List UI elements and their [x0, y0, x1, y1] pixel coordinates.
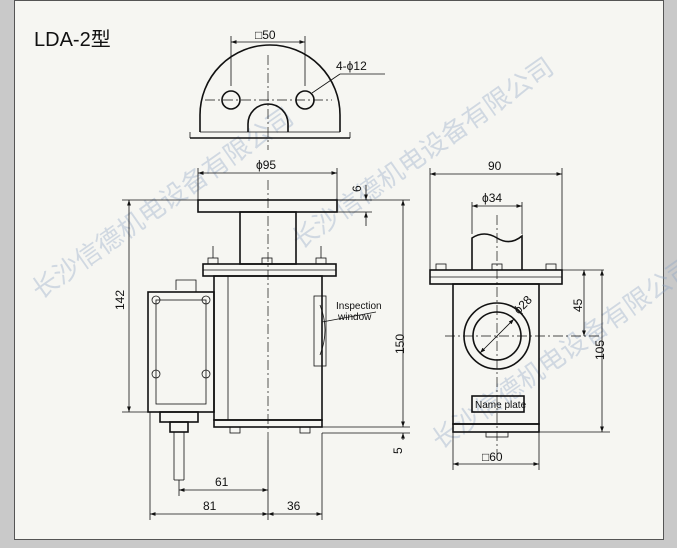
dim-height-150: 150	[393, 334, 407, 354]
dim-side-width: 90	[488, 159, 502, 173]
dim-flange-dia: ϕ95	[256, 158, 276, 172]
label-name-plate: Name plate	[475, 400, 527, 411]
bolt-hole	[221, 90, 241, 110]
front-view: ϕ95 6	[113, 158, 410, 520]
dim-width-61: 61	[215, 475, 229, 489]
label-inspection-window-1: Inspection	[336, 301, 382, 312]
dim-window-dia: ϕ28	[511, 293, 535, 317]
side-view: 90 ϕ34 ϕ28 Name plate	[429, 159, 610, 470]
inspection-window	[463, 302, 531, 370]
dim-width-36: 36	[287, 499, 301, 513]
name-plate	[471, 395, 525, 413]
dim-height-142: 142	[113, 290, 127, 310]
dim-width-81: 81	[203, 499, 217, 513]
watermark-text: 长沙信德机电设备有限公司	[427, 252, 677, 456]
dim-base-5: 5	[391, 447, 405, 454]
dim-side-105: 105	[593, 340, 607, 360]
top-view: □50 4-ϕ12	[189, 28, 385, 150]
watermark: 长沙信德机电设备有限公司 长沙信德机电设备有限公司 长沙信德机电设备有限公司	[27, 52, 677, 456]
dim-side-45: 45	[571, 298, 585, 312]
dim-holes: 4-ϕ12	[336, 59, 367, 73]
dim-flange-square: □50	[255, 28, 276, 42]
drawing-title: LDA-2型	[34, 28, 111, 51]
label-inspection-window-2: window	[337, 312, 372, 323]
dim-shaft-dia: ϕ34	[482, 191, 502, 205]
dim-base-square: □60	[482, 450, 503, 464]
dim-flange-thk: 6	[350, 185, 364, 192]
